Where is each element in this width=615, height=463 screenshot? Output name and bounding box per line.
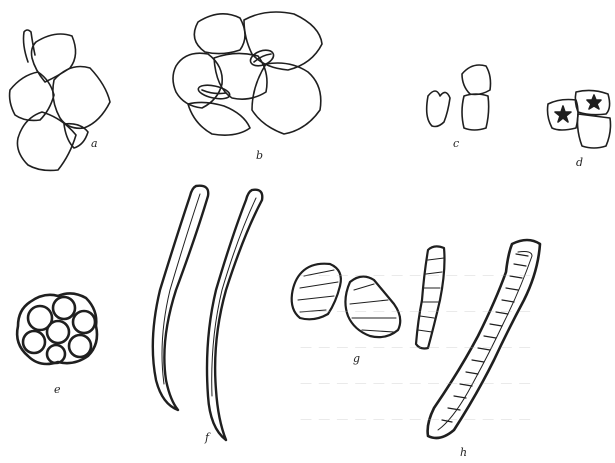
figure-label-h: h [460,447,467,458]
figure-label-e: e [54,384,61,395]
bleed-through-texture: — — — — — — — — — — — — — [300,340,532,354]
cell-e6 [69,335,91,357]
fibre-f1 [153,186,208,410]
cell-e5 [47,321,69,343]
figure-label-d: d [576,157,583,168]
bleed-through-texture: — — — — — — — — — — — — — [300,412,532,426]
cell-c2 [462,65,491,95]
star-crystal-2 [587,95,601,109]
fibre-f2 [207,190,262,440]
cell-a3 [53,67,110,129]
cell-a4 [17,112,76,170]
figure-c-cells [427,65,491,130]
figure-label-b: b [256,150,263,161]
cluster-outline-e [17,293,97,364]
bleed-through-texture: — — — — — — — — — — — — — [300,304,532,318]
cell-c3 [462,94,489,130]
cell-e3 [73,311,95,333]
bleed-through-texture: — — — — — — — — — — — — — [300,268,532,282]
figure-label-c: c [453,138,459,149]
cell-e4 [23,331,45,353]
stoma-b2 [248,47,275,68]
cell-e2 [53,297,75,319]
cell-c1 [427,91,450,127]
figure-label-g: g [353,353,360,364]
figure-b-stomata [173,12,322,135]
sclereid-g3 [416,246,445,348]
figure-e-parenchyma [17,293,97,364]
figure-g-sclereids [292,246,445,348]
cell-a1 [32,34,76,82]
cell-e7 [47,345,65,363]
figure-d-crystal-cells [548,90,611,148]
figure-label-f: f [205,432,209,443]
figure-label-a: a [91,138,98,149]
hair-a [24,30,36,62]
stoma-b1-pore [202,90,226,94]
star-crystal-1 [555,106,571,122]
cell-b5 [252,63,321,134]
cell-d3 [578,114,611,148]
bleed-through-texture: — — — — — — — — — — — — — [300,376,532,390]
cell-b1 [194,14,245,54]
figure-f-fibres [153,186,262,440]
